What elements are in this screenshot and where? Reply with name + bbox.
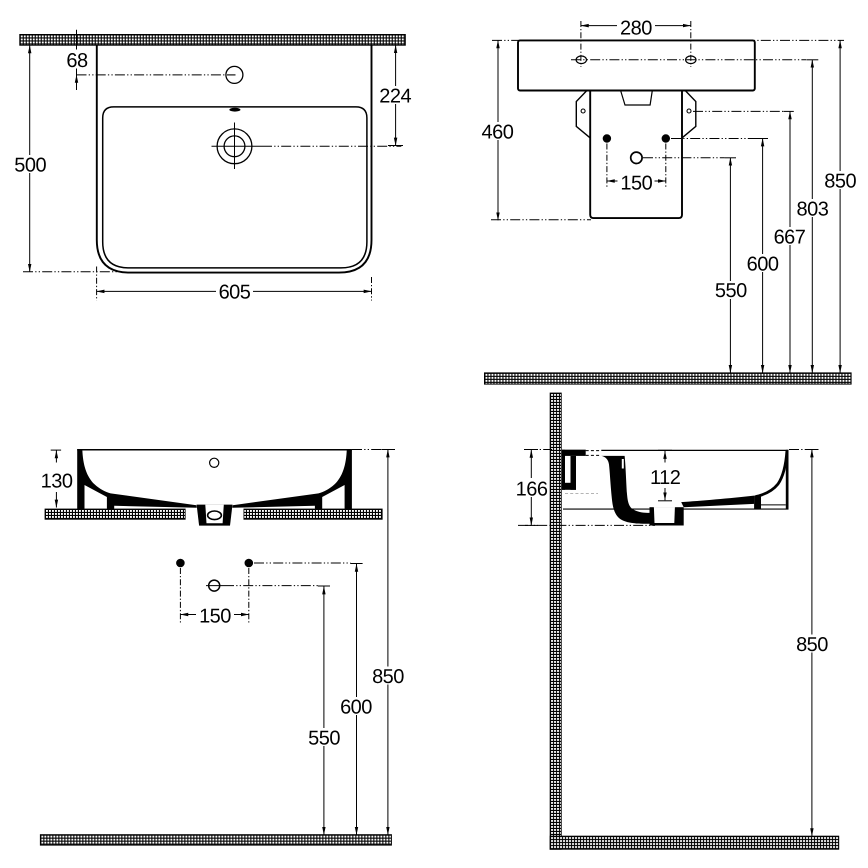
svg-text:224: 224 (379, 85, 411, 107)
svg-text:605: 605 (219, 282, 251, 304)
svg-text:850: 850 (372, 666, 404, 688)
svg-text:600: 600 (340, 696, 372, 718)
svg-text:667: 667 (774, 226, 806, 248)
svg-text:460: 460 (481, 121, 513, 143)
svg-text:550: 550 (715, 280, 747, 302)
svg-text:130: 130 (41, 471, 73, 493)
svg-text:850: 850 (824, 171, 856, 193)
svg-text:68: 68 (66, 50, 88, 72)
svg-text:150: 150 (620, 172, 652, 194)
svg-text:803: 803 (796, 199, 828, 221)
svg-text:600: 600 (747, 253, 779, 275)
svg-text:112: 112 (650, 467, 681, 489)
svg-text:850: 850 (796, 634, 828, 656)
svg-text:550: 550 (308, 728, 340, 750)
svg-text:150: 150 (199, 605, 231, 627)
svg-text:280: 280 (620, 18, 652, 40)
svg-text:500: 500 (14, 155, 46, 177)
svg-text:166: 166 (516, 478, 548, 500)
